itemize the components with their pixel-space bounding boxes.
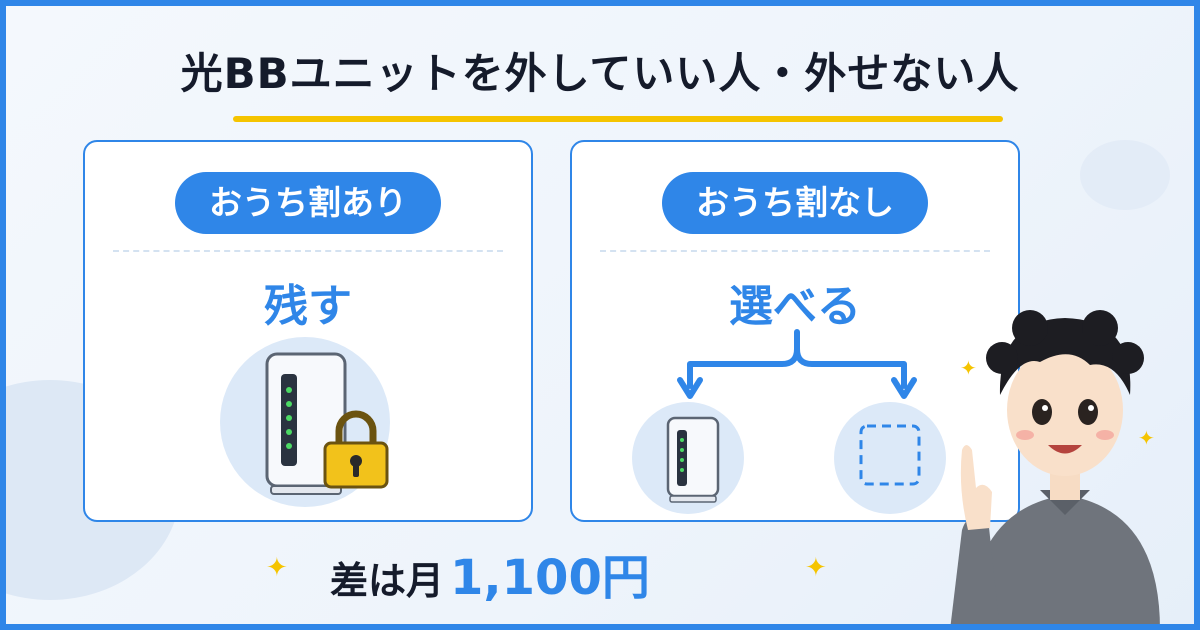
panel-without-discount: おうち割なし 選べる	[570, 140, 1020, 522]
divider	[600, 250, 990, 252]
price-amount: 1,100円	[450, 550, 650, 606]
panel-with-discount: おうち割あり 残す	[83, 140, 533, 522]
title-underline	[233, 116, 1003, 122]
panel-label: おうち割なし	[662, 172, 928, 234]
panel-label: おうち割あり	[175, 172, 441, 234]
character-illustration	[950, 310, 1160, 630]
divider	[113, 250, 503, 252]
padlock-icon	[323, 410, 389, 489]
icon-circle	[834, 402, 946, 514]
router-icon	[666, 416, 720, 503]
sparkle-icon: ✦	[1138, 426, 1155, 450]
panel-verdict: 残す	[264, 281, 352, 332]
sparkle-icon: ✦	[960, 356, 977, 380]
sparkle-icon: ✦	[805, 553, 827, 583]
panel-verdict: 選べる	[729, 281, 861, 332]
sparkle-icon: ✦	[266, 553, 288, 583]
branch-arrow-icon	[677, 329, 917, 399]
price-prefix: 差は月	[330, 559, 445, 603]
dashed-square-icon	[859, 424, 921, 486]
background-shape	[1080, 140, 1170, 210]
page-title: 光BBユニットを外していい人・外せない人	[180, 49, 1020, 98]
